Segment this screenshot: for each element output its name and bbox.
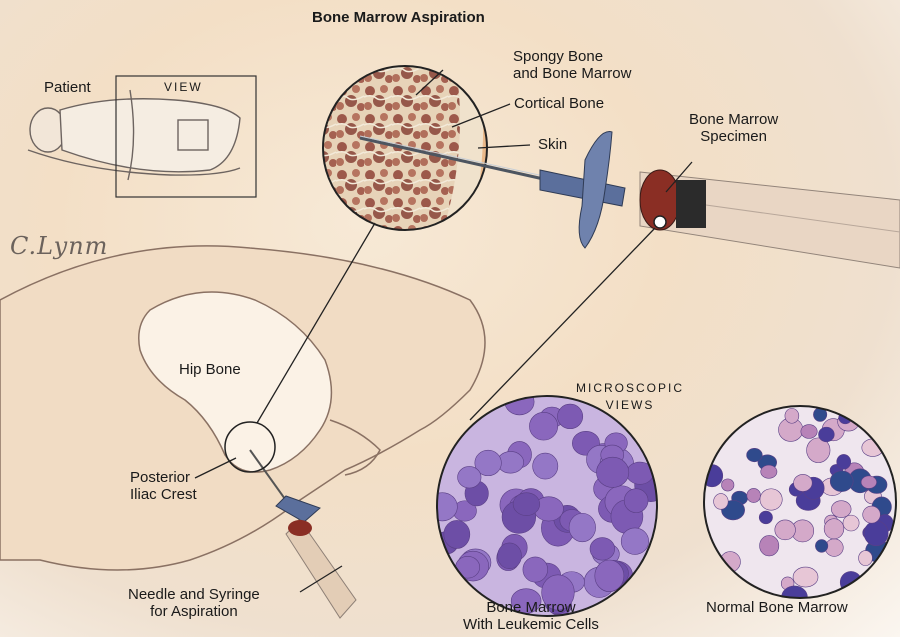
pelvis-drawing xyxy=(0,246,485,570)
cell xyxy=(864,521,888,546)
label-leukemic: Bone Marrow With Leukemic Cells xyxy=(463,599,599,633)
cell xyxy=(819,427,835,442)
cell xyxy=(859,551,873,566)
cell xyxy=(621,528,648,555)
cell xyxy=(456,556,480,578)
cell xyxy=(815,540,827,553)
cell xyxy=(831,501,851,518)
cell xyxy=(747,448,763,461)
cell xyxy=(523,557,548,582)
figure-title: Bone Marrow Aspiration xyxy=(312,9,485,26)
cell xyxy=(837,454,851,469)
cell xyxy=(513,493,540,516)
cell xyxy=(793,567,818,587)
cell xyxy=(759,511,772,524)
microscope-leukemic xyxy=(427,389,667,618)
cell xyxy=(760,535,779,556)
label-view: VIEW xyxy=(164,79,203,96)
cell xyxy=(427,493,457,521)
cell xyxy=(794,474,813,491)
label-microscopic-views: MICROSCOPIC VIEWS xyxy=(576,380,684,414)
artist-signature: C.Lynm xyxy=(10,238,108,255)
cell xyxy=(824,519,844,539)
microscope-normal xyxy=(701,406,896,608)
label-cortical-bone: Cortical Bone xyxy=(514,95,604,112)
label-specimen: Bone Marrow Specimen xyxy=(689,111,778,145)
cell xyxy=(498,543,522,569)
cell xyxy=(714,494,729,510)
cell xyxy=(590,538,615,561)
label-hip-bone: Hip Bone xyxy=(179,361,241,378)
patient-sketch xyxy=(28,90,240,180)
cell xyxy=(830,471,853,492)
cell xyxy=(775,520,796,540)
cell xyxy=(863,506,881,523)
cell xyxy=(624,489,648,513)
cell xyxy=(569,513,596,542)
cell xyxy=(861,476,876,489)
cell xyxy=(843,515,859,531)
cell xyxy=(458,466,481,488)
label-skin: Skin xyxy=(538,136,567,153)
cell xyxy=(444,520,470,548)
cell xyxy=(761,465,777,478)
cell xyxy=(760,489,782,510)
cell xyxy=(529,412,557,440)
cell xyxy=(596,457,628,487)
label-needle-syringe: Needle and Syringe for Aspiration xyxy=(128,586,260,620)
label-patient: Patient xyxy=(44,79,91,96)
label-normal-marrow: Normal Bone Marrow xyxy=(706,599,848,616)
cell xyxy=(701,465,722,487)
label-iliac-crest: Posterior Iliac Crest xyxy=(130,469,197,503)
cell xyxy=(785,408,799,423)
cell xyxy=(747,488,761,502)
cell xyxy=(533,453,558,479)
label-spongy-bone: Spongy Bone and Bone Marrow xyxy=(513,48,631,82)
cell xyxy=(722,479,734,491)
cell xyxy=(801,425,817,439)
cell xyxy=(595,560,624,592)
